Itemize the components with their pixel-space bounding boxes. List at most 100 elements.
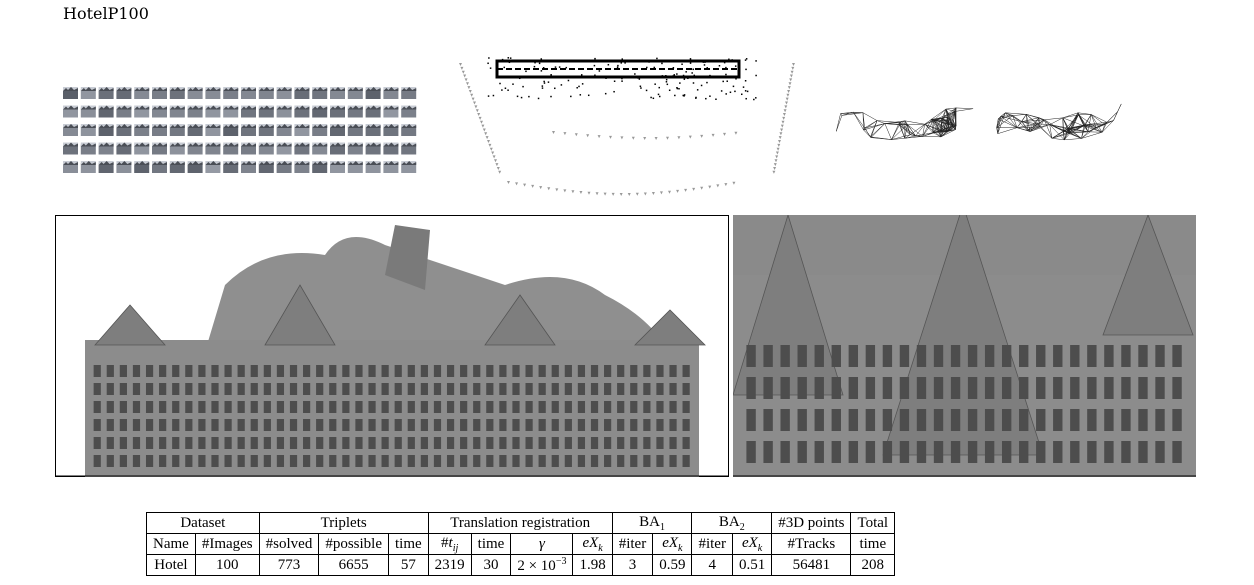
camera-marker <box>773 166 777 170</box>
window <box>1121 409 1131 431</box>
window <box>933 441 944 463</box>
window <box>473 401 481 413</box>
thumbnail-image <box>241 144 256 155</box>
window <box>224 437 232 449</box>
window <box>797 345 807 367</box>
camera-marker <box>772 170 776 174</box>
window <box>1138 377 1148 399</box>
window <box>119 365 127 377</box>
window <box>1121 345 1131 367</box>
window <box>848 345 859 367</box>
window <box>656 455 664 467</box>
thumbnail-image <box>116 163 132 173</box>
window <box>355 437 363 449</box>
window <box>831 377 841 399</box>
window <box>551 437 559 449</box>
window <box>814 409 824 431</box>
camera-marker <box>789 78 793 82</box>
window <box>473 437 481 449</box>
camera-marker <box>635 192 639 196</box>
window <box>797 441 807 463</box>
thumbnail-image <box>205 107 221 118</box>
table-row: Hotel 100 773 6655 57 2319 30 2 × 10−3 1… <box>146 554 896 576</box>
window <box>512 419 520 431</box>
camera-marker <box>492 155 496 159</box>
thumbnail-image <box>169 107 185 118</box>
window <box>669 437 677 449</box>
thumbnail-image <box>258 126 274 136</box>
cell-exk-ba1: 0.59 <box>652 554 693 576</box>
thumbnail-image <box>187 126 203 136</box>
camera-marker <box>464 78 468 82</box>
window <box>303 437 311 449</box>
window <box>446 401 455 413</box>
thumbnail-image <box>169 144 185 155</box>
window <box>538 365 546 377</box>
thumbnail-image <box>116 107 132 118</box>
thumbnail-image <box>223 107 239 118</box>
window <box>933 409 944 431</box>
window <box>172 365 180 377</box>
window <box>577 419 586 431</box>
camera-marker <box>791 66 795 70</box>
window <box>316 419 324 431</box>
camera-marker <box>495 163 499 167</box>
camera-marker <box>552 131 555 134</box>
window <box>1019 377 1029 399</box>
thumbnail-image <box>383 144 399 155</box>
window <box>865 409 876 431</box>
camera-marker <box>773 163 777 167</box>
window <box>1104 441 1114 463</box>
thumbnail-image <box>294 107 310 118</box>
thumbnail-image <box>80 107 96 118</box>
window <box>289 455 298 467</box>
window <box>145 455 154 467</box>
window <box>551 383 559 395</box>
thumbnail-image <box>312 163 328 173</box>
window <box>967 345 978 367</box>
window <box>630 437 638 449</box>
thumbnail-image <box>169 89 185 99</box>
window <box>746 377 756 399</box>
window <box>916 409 927 431</box>
window <box>1155 377 1165 399</box>
window <box>289 437 298 449</box>
window <box>381 401 389 413</box>
camera-marker <box>684 188 688 192</box>
window <box>1001 441 1012 463</box>
window <box>1001 345 1012 367</box>
window <box>329 455 337 467</box>
thumbnail-image <box>365 144 381 155</box>
window <box>329 365 337 377</box>
window <box>1172 377 1182 399</box>
camera-marker <box>631 136 635 140</box>
window <box>211 401 219 413</box>
window <box>407 365 415 377</box>
window <box>355 419 363 431</box>
window <box>394 437 402 449</box>
header-3d-points: #3D points <box>771 512 852 534</box>
window <box>643 401 651 413</box>
window <box>512 437 520 449</box>
camera-marker <box>487 140 490 143</box>
camera-marker <box>481 124 485 128</box>
window <box>590 455 599 467</box>
window <box>119 437 127 449</box>
window <box>224 455 232 467</box>
facade-mesh-image <box>55 215 729 477</box>
thumbnail-image <box>401 126 417 136</box>
window <box>899 377 910 399</box>
window <box>486 455 494 467</box>
cell-ba2-iter: 4 <box>691 554 733 576</box>
thumbnail-image <box>276 126 292 136</box>
thumbnail-image <box>383 89 399 99</box>
thumbnail-image <box>294 89 310 99</box>
window <box>342 455 350 467</box>
thumbnail-image <box>276 144 292 155</box>
window <box>682 365 690 377</box>
thumbnail-image <box>152 144 167 155</box>
window <box>538 437 546 449</box>
window <box>564 419 572 431</box>
camera-marker <box>571 190 575 194</box>
window <box>916 345 927 367</box>
